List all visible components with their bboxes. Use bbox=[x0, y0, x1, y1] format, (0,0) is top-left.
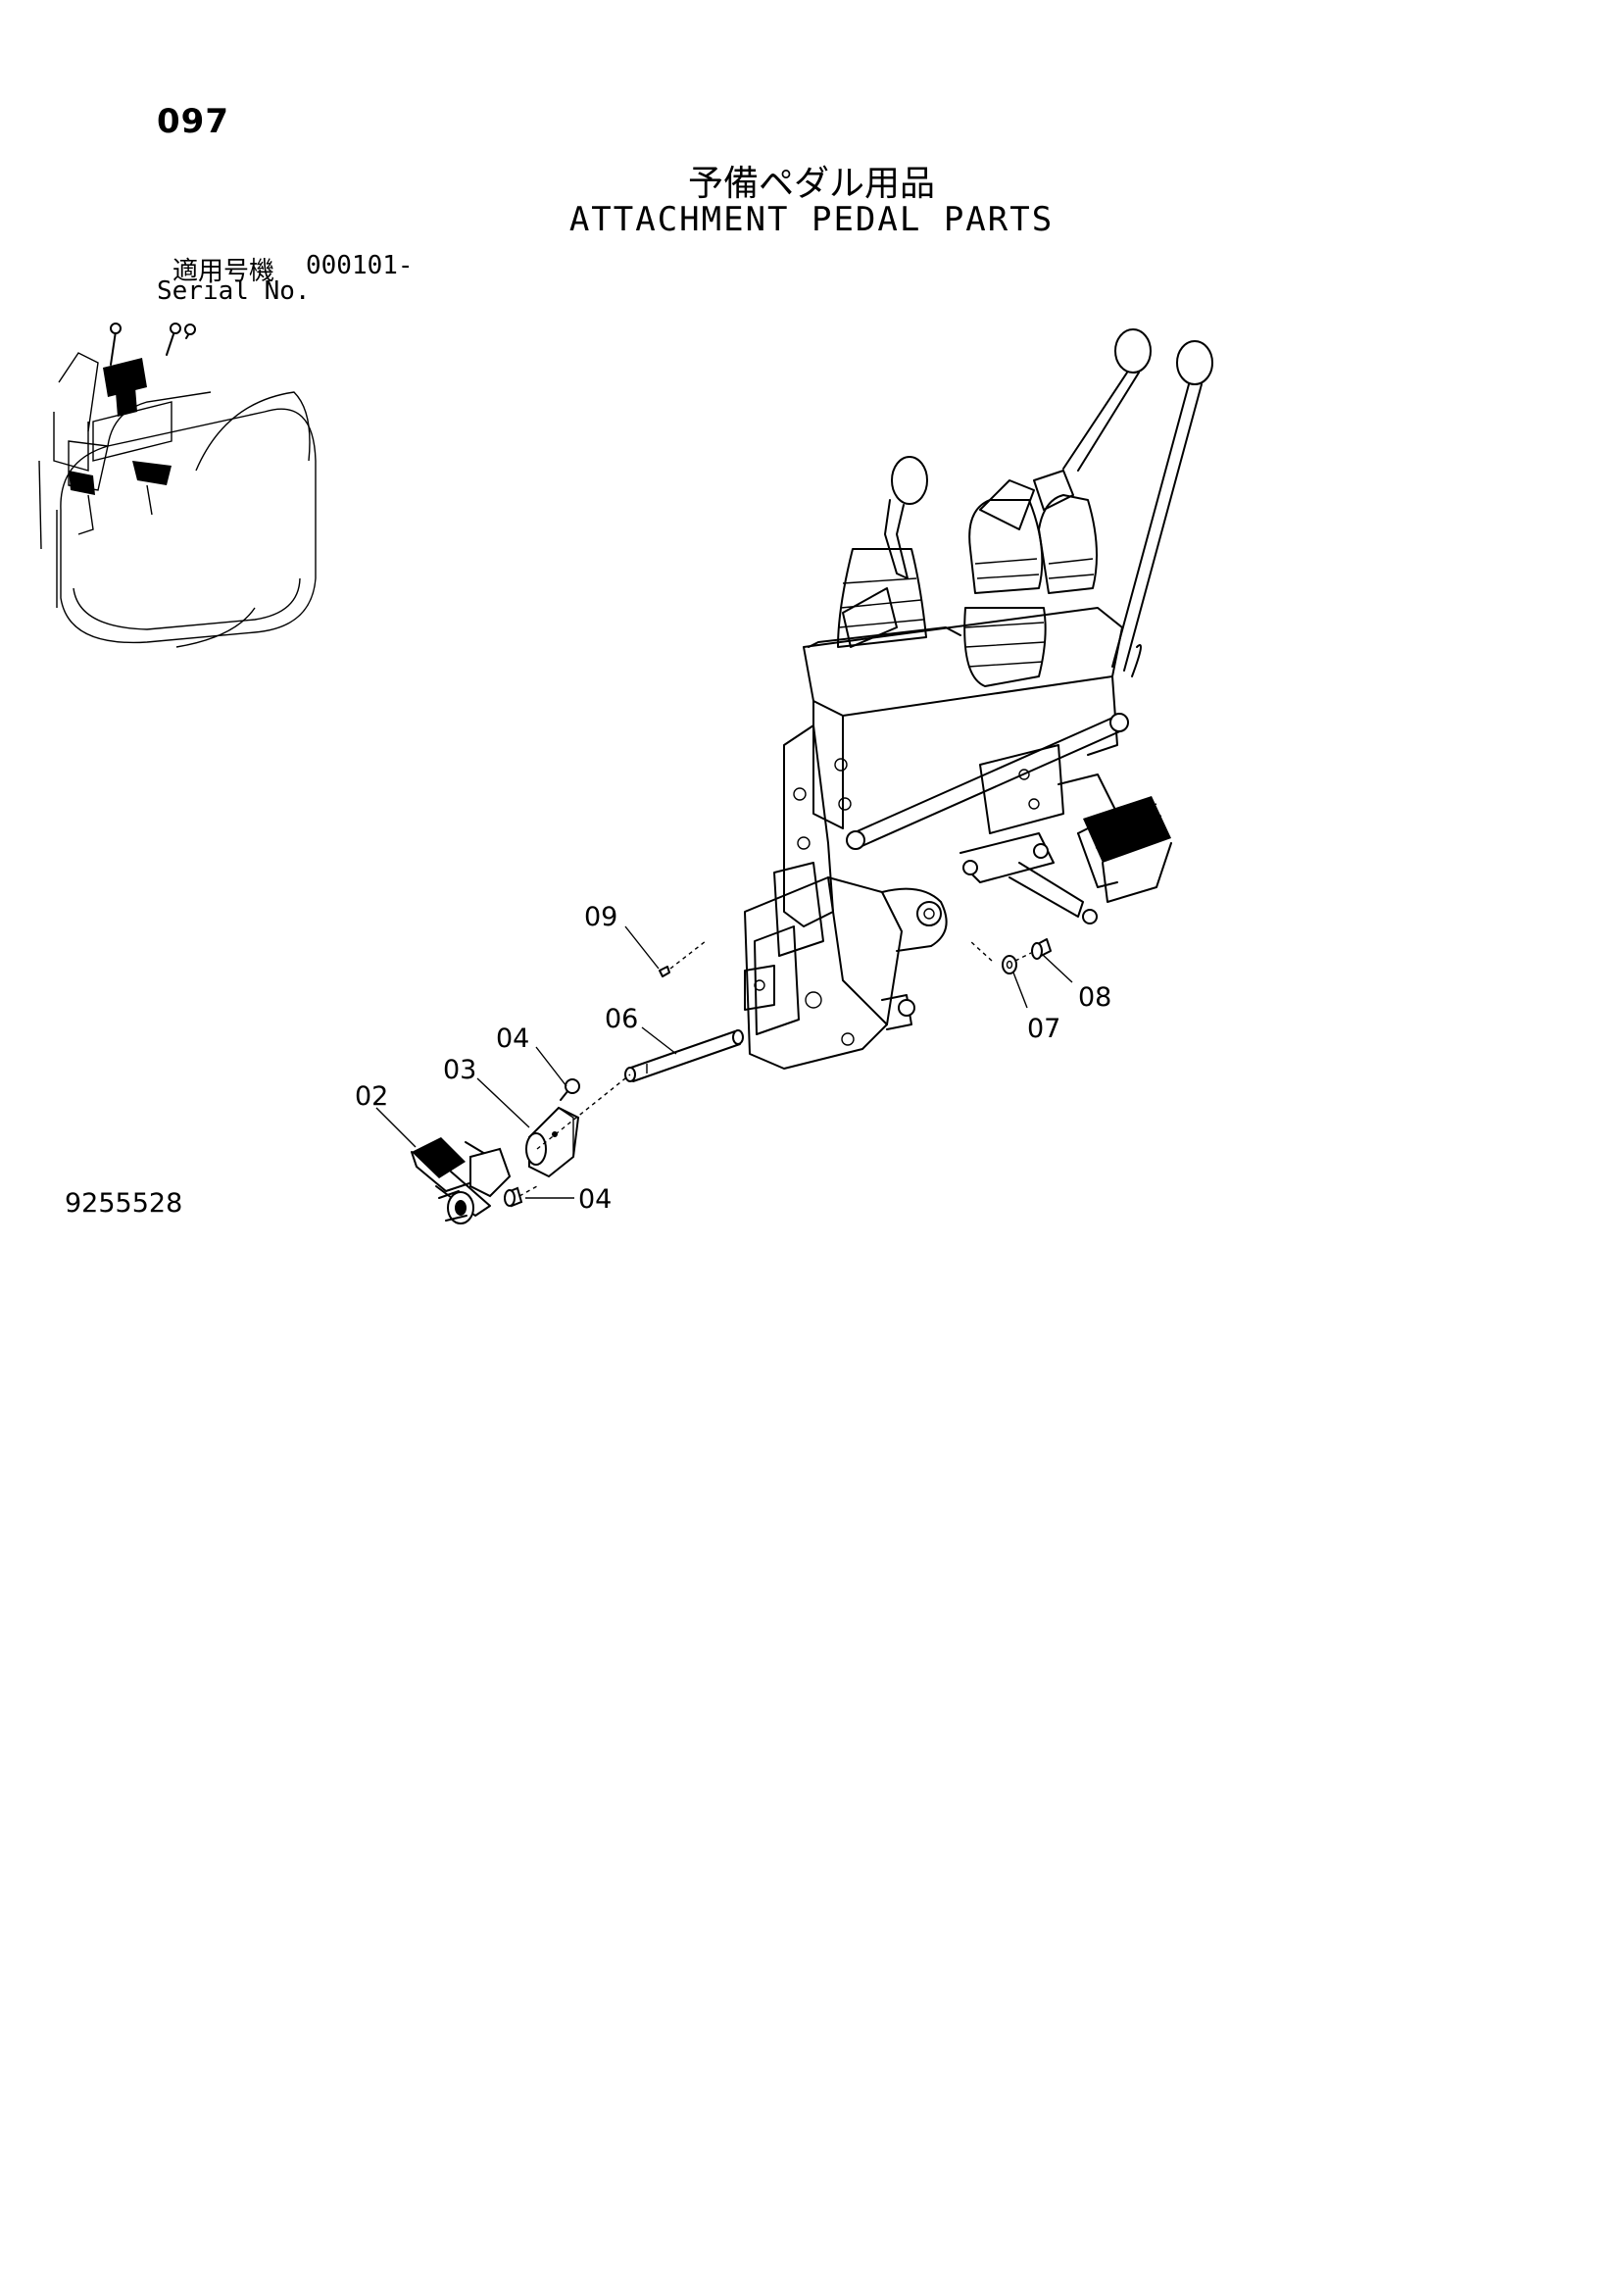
callout-04-upper: 04 bbox=[496, 1023, 529, 1054]
callout-06: 06 bbox=[605, 1004, 638, 1034]
bracket-boss bbox=[525, 1132, 547, 1166]
pedal-part-02 bbox=[412, 1137, 466, 1178]
page-number: 097 bbox=[157, 102, 229, 141]
callout-leaders bbox=[375, 925, 1073, 1199]
callout-labels: 09 06 04 03 02 04 07 08 bbox=[355, 902, 1111, 1215]
attachment-pedal-parts bbox=[411, 938, 1052, 1224]
page-title-english: ATTACHMENT PEDAL PARTS bbox=[568, 200, 1055, 239]
serial-label-english: Serial No. bbox=[157, 276, 311, 306]
control-stand-assembly bbox=[744, 328, 1213, 1070]
pin-part-09 bbox=[659, 966, 670, 977]
callout-07: 07 bbox=[1027, 1014, 1060, 1044]
shaft-end bbox=[732, 1029, 744, 1045]
callout-04-lower: 04 bbox=[578, 1184, 612, 1215]
serial-label-japanese: 適用号機 bbox=[172, 257, 275, 286]
callout-09: 09 bbox=[584, 902, 617, 932]
serial-number-value: 000101- bbox=[306, 251, 414, 280]
locator-thumbnail bbox=[38, 323, 317, 648]
callout-08: 08 bbox=[1078, 982, 1111, 1013]
shaft-part-06 bbox=[627, 1030, 741, 1082]
figure-number: 9255528 bbox=[65, 1188, 183, 1219]
callout-02: 02 bbox=[355, 1081, 388, 1112]
page-title-japanese: 予備ペダル用品 bbox=[687, 164, 935, 204]
washer-part-07 bbox=[1002, 955, 1017, 974]
callout-03: 03 bbox=[443, 1055, 476, 1085]
